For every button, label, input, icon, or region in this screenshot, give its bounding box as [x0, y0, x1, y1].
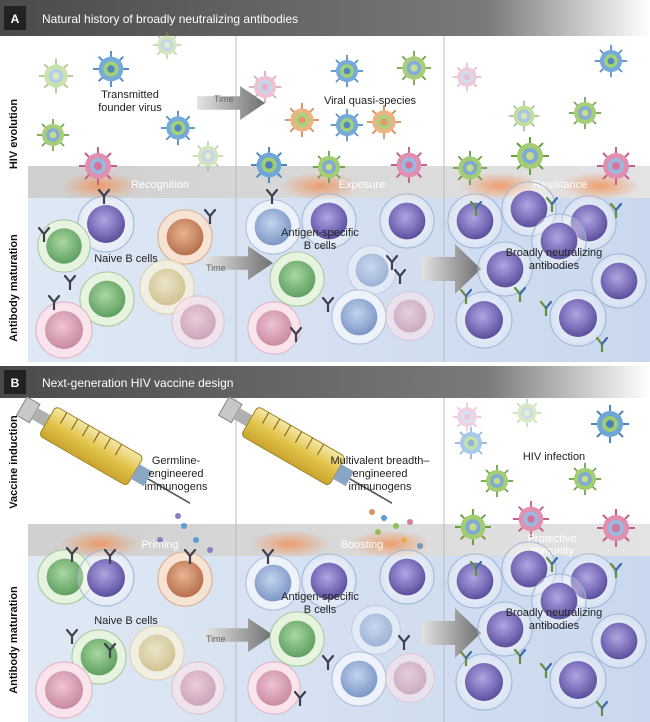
- antigen-specific-line-1: Antigen-specific: [281, 227, 359, 239]
- panel-a-exposure: Exposure: [339, 179, 385, 191]
- transmitted-line-2: founder virus: [98, 102, 162, 114]
- panel-b-priming: Priming: [141, 539, 178, 551]
- panel-b-time: Time: [206, 634, 226, 644]
- panel-a-title: Natural history of broadly neutralizing …: [42, 12, 298, 26]
- panel-a-time-2: Time: [206, 263, 226, 273]
- panel-b-title: Next-generation HIV vaccine design: [42, 376, 233, 390]
- panel-b-boosting: Boosting: [341, 539, 384, 551]
- bnab-a-line-2: antibodies: [529, 260, 580, 272]
- antigen-specific-line-2: B cells: [304, 240, 337, 252]
- panel-a-letter: A: [11, 12, 20, 26]
- bnab-b-line-2: antibodies: [529, 620, 580, 632]
- bnab-a-line-1: Broadly neutralizing: [506, 247, 603, 259]
- panel-b: B Next-generation HIV vaccine design Vac…: [0, 366, 650, 722]
- bnab-b-line-1: Broadly neutralizing: [506, 607, 603, 619]
- panel-a-time-1: Time: [214, 94, 234, 104]
- panel-a-row-top-label: HIV evolution: [8, 99, 20, 170]
- panel-a-letter-box: [4, 6, 26, 30]
- multivalent-line-2: engineered: [352, 468, 407, 480]
- panel-a: A Natural history of broadly neutralizin…: [0, 0, 650, 364]
- panel-a-recognition: Recognition: [131, 179, 189, 191]
- germline-line-3: immunogens: [145, 481, 208, 493]
- multivalent-line-3: immunogens: [349, 481, 412, 493]
- germline-line-1: Germline-: [152, 455, 201, 467]
- b-antigen-line-1: Antigen-specific: [281, 591, 359, 603]
- panel-b-letter: B: [11, 376, 20, 390]
- panel-a-naive: Naive B cells: [94, 253, 158, 265]
- panel-b-row-bottom-label: Antibody maturation: [8, 586, 20, 694]
- panel-a-row-bottom-label: Antibody maturation: [8, 234, 20, 342]
- panel-b-header: [0, 366, 650, 398]
- panel-a-quasi: Viral quasi-species: [324, 95, 417, 107]
- panel-a-header: [0, 0, 650, 36]
- protective-line-1: Protective: [528, 533, 577, 545]
- b-antigen-line-2: B cells: [304, 604, 337, 616]
- panel-b-row-top-label: Vaccine induction: [8, 415, 20, 509]
- panel-b-naive: Naive B cells: [94, 615, 158, 627]
- multivalent-line-1: Multivalent breadth–: [330, 455, 430, 467]
- panel-b-hiv-infection: HIV infection: [523, 451, 585, 463]
- transmitted-line-1: Transmitted: [101, 89, 159, 101]
- germline-line-2: engineered: [148, 468, 203, 480]
